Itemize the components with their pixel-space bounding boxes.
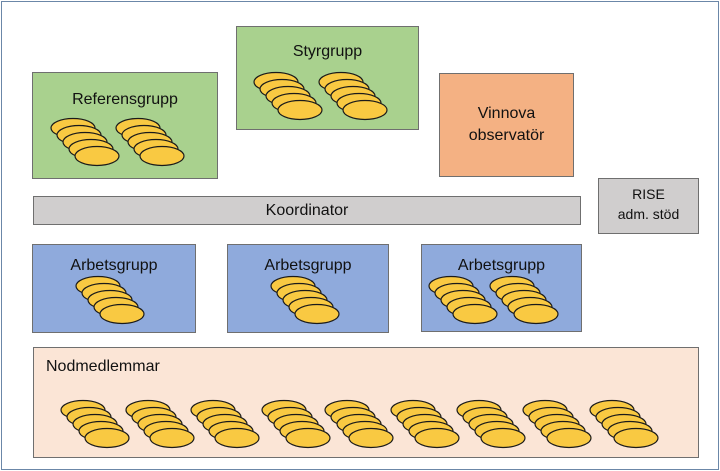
member-disc xyxy=(513,303,559,325)
nodmedlemmar-member-stack-3 xyxy=(190,399,260,449)
member-disc xyxy=(99,303,145,325)
referensgrupp-label: Referensgrupp xyxy=(72,91,178,108)
arbetsgrupp-label-1: Arbetsgrupp xyxy=(70,257,158,274)
nodmedlemmar-member-stack-9 xyxy=(589,399,659,449)
arbetsgrupp-1-member-stack xyxy=(75,275,145,325)
member-disc xyxy=(285,427,331,449)
nodmedlemmar-member-stack-7 xyxy=(456,399,526,449)
nodmedlemmar-member-stack-5 xyxy=(324,399,394,449)
member-disc xyxy=(348,427,394,449)
arbetsgrupp-label-2: Arbetsgrupp xyxy=(264,257,352,274)
rise-label-line2: adm. stöd xyxy=(617,206,680,222)
member-disc xyxy=(294,303,340,325)
vinnova-label-line1: Vinnova xyxy=(477,105,536,122)
member-disc xyxy=(546,427,592,449)
rise-box: RISE adm. stöd xyxy=(598,178,699,234)
member-disc xyxy=(277,99,323,121)
nodmedlemmar-member-stack-8 xyxy=(522,399,592,449)
member-disc xyxy=(139,145,185,167)
member-disc xyxy=(480,427,526,449)
koordinator-bar: Koordinator xyxy=(33,196,581,225)
member-disc xyxy=(214,427,260,449)
member-disc xyxy=(84,427,130,449)
rise-label-line1: RISE xyxy=(632,186,665,202)
nodmedlemmar-member-stack-6 xyxy=(390,399,460,449)
member-disc xyxy=(74,145,120,167)
member-disc xyxy=(149,427,195,449)
styrgrupp-member-stack-2 xyxy=(318,71,388,121)
arbetsgrupp-label-3: Arbetsgrupp xyxy=(457,257,546,274)
arbetsgrupp-2-member-stack xyxy=(270,275,340,325)
nodmedlemmar-member-stack-1 xyxy=(60,399,130,449)
nodmedlemmar-member-stack-2 xyxy=(125,399,195,449)
nodmedlemmar-member-stack-4 xyxy=(261,399,331,449)
referensgrupp-member-stack-1 xyxy=(50,117,120,167)
vinnova-label-line2: observatör xyxy=(468,127,545,144)
referensgrupp-member-stack-2 xyxy=(115,117,185,167)
member-disc xyxy=(414,427,460,449)
member-disc xyxy=(613,427,659,449)
styrgrupp-label: Styrgrupp xyxy=(292,43,363,60)
styrgrupp-member-stack-1 xyxy=(253,71,323,121)
nodmedlemmar-label: Nodmedlemmar xyxy=(46,358,160,375)
koordinator-label: Koordinator xyxy=(265,202,349,219)
member-disc xyxy=(342,99,388,121)
vinnova-observator-box: Vinnova observatör xyxy=(439,73,574,177)
arbetsgrupp-3-member-stack-1 xyxy=(428,275,498,325)
member-disc xyxy=(452,303,498,325)
arbetsgrupp-3-member-stack-2 xyxy=(489,275,559,325)
